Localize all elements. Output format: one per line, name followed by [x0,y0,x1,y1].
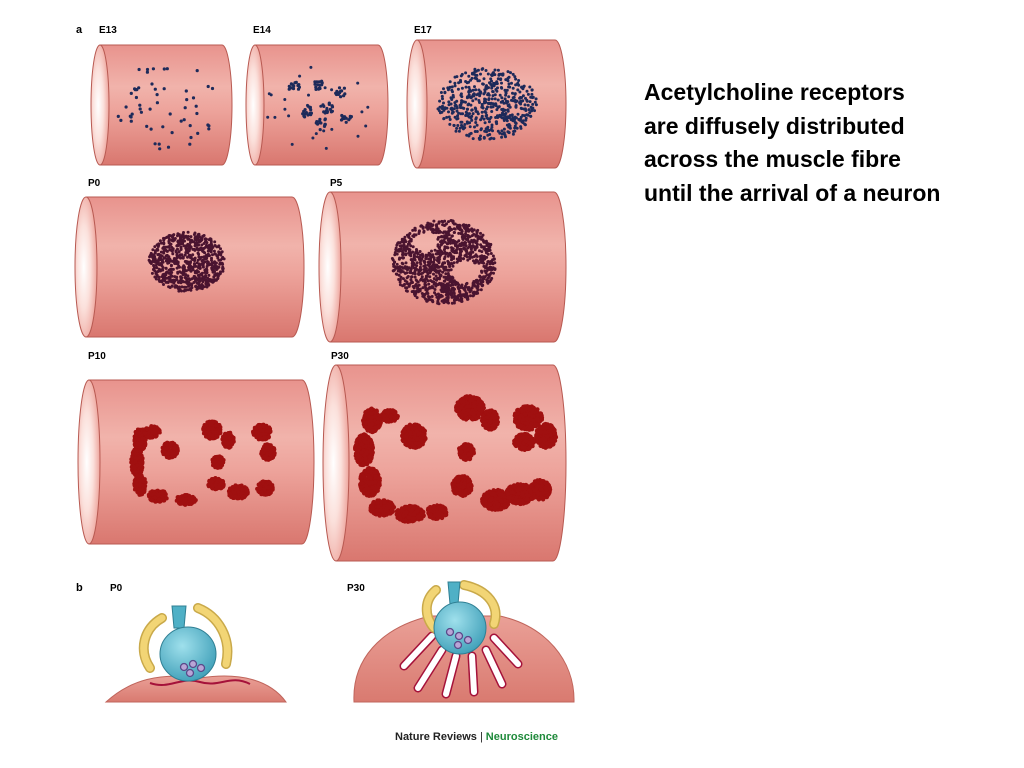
vesicle [445,627,455,637]
vesicle [463,635,473,645]
receptor-perforated-plaque-p5 [390,219,497,306]
nerve-terminal-p30 [433,601,487,655]
axon-p30 [447,581,461,605]
stage-label-b-p0: P0 [110,583,123,594]
receptor-plaque-p0 [147,230,226,293]
stage-label-p5: P5 [330,178,343,189]
stage-label-b-p30: P30 [347,583,365,594]
synapse-p30 [353,580,575,703]
receptor-branches-p10 [129,419,277,507]
fibre-e14 [245,44,389,166]
journal-name: Nature Reviews [395,731,477,743]
fibre-p5 [318,191,567,343]
journal-section: Neuroscience [485,731,558,743]
stage-label-p10: P10 [88,351,106,362]
vesicle [188,659,198,669]
panel-a-label: a [76,24,83,36]
receptor-pretzel-p30 [353,394,559,524]
fibre-e17 [406,39,567,169]
caption: Acetylcholine receptors are diffusely di… [644,76,1019,210]
fibre-p0 [74,196,305,338]
axon-p0 [171,605,187,629]
receptor-dots-e13 [116,67,215,151]
caption-line: across the muscle fibre [644,146,901,172]
receptor-cluster-e17 [436,67,538,141]
vesicle [196,663,206,673]
synapse-p0 [104,603,287,703]
stage-label-p30: P30 [331,351,349,362]
vesicle [454,631,464,641]
stage-label-p0: P0 [88,178,101,189]
stage-label-e13: E13 [99,25,117,36]
vesicle [185,668,195,678]
fibre-e13 [90,44,233,166]
vesicle [179,662,189,672]
fibre-p30 [322,364,567,562]
receptor-clusters-e14 [266,65,370,150]
caption-line: until the arrival of a neuron [644,179,941,206]
junctional-folds [399,631,523,699]
caption-line: Acetylcholine receptors [644,79,905,105]
source-credit: Nature Reviews|Neuroscience [395,731,558,743]
panel-b-label: b [76,582,83,594]
stage-label-e14: E14 [253,25,271,36]
stage-label-e17: E17 [414,25,432,36]
vesicle [453,640,463,650]
caption-line: are diffusely distributed [644,112,905,139]
credit-separator: | [479,731,483,743]
fibre-p10 [77,379,315,545]
